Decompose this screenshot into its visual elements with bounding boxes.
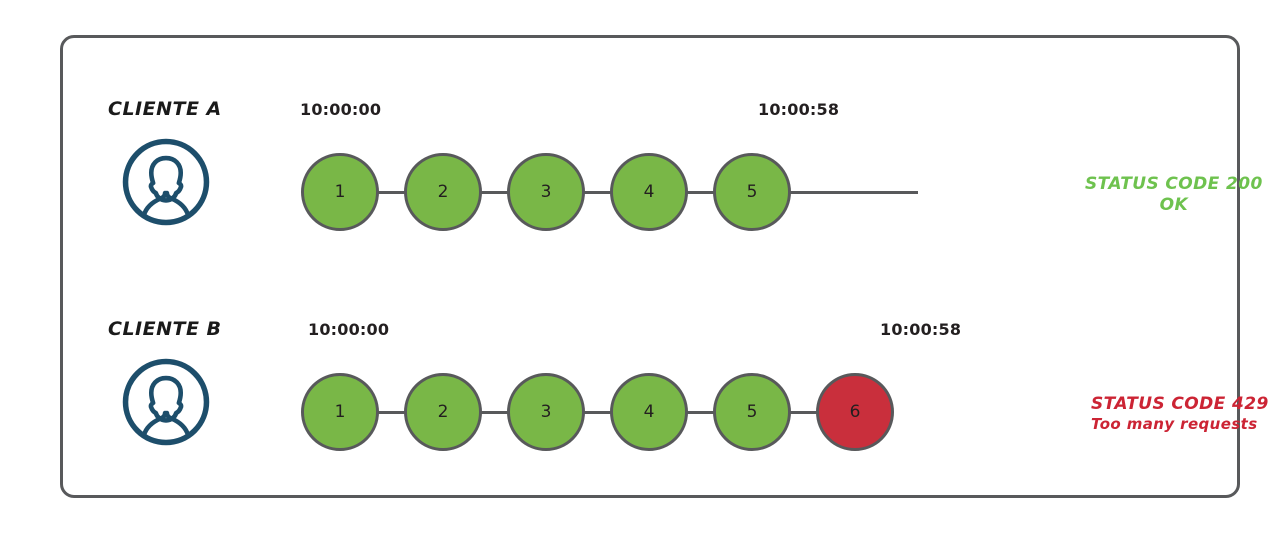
timestamp-start-b: 10:00:00 (308, 320, 390, 339)
connector-1-2 (376, 411, 406, 414)
status-code-line: STATUS CODE 429 (1091, 394, 1269, 414)
diagram-card: CLIENTE A 10:00:00 10:00:58 1 2 3 4 5 ST… (60, 35, 1268, 498)
connector-5-6 (788, 411, 818, 414)
connector-to-status-a (713, 191, 918, 194)
request-node-blocked[interactable]: 6 (816, 373, 894, 451)
request-node[interactable]: 5 (713, 373, 791, 451)
connector-3-4 (582, 191, 612, 194)
user-avatar-icon (120, 356, 212, 448)
connector-2-3 (479, 411, 509, 414)
request-node[interactable]: 3 (507, 373, 585, 451)
connector-1-2 (376, 191, 406, 194)
connector-4-5 (685, 191, 715, 194)
request-node[interactable]: 1 (301, 373, 379, 451)
timestamp-start-a: 10:00:00 (300, 100, 382, 119)
request-node[interactable]: 5 (713, 153, 791, 231)
request-node[interactable]: 4 (610, 153, 688, 231)
client-label-a: CLIENTE A (108, 98, 222, 120)
status-annotation-a: STATUS CODE 200 OK (1085, 174, 1263, 217)
timestamp-end-b: 10:00:58 (880, 320, 962, 339)
status-text-line: Too many requests (1091, 415, 1258, 434)
status-annotation-b: STATUS CODE 429 Too many requests (1091, 394, 1269, 434)
request-node[interactable]: 3 (507, 153, 585, 231)
status-text-line: OK (1159, 195, 1189, 216)
connector-4-5 (685, 411, 715, 414)
request-node[interactable]: 4 (610, 373, 688, 451)
request-node[interactable]: 2 (404, 373, 482, 451)
request-node[interactable]: 1 (301, 153, 379, 231)
timestamp-end-a: 10:00:58 (758, 100, 840, 119)
request-node[interactable]: 2 (404, 153, 482, 231)
client-label-b: CLIENTE B (108, 318, 222, 340)
user-avatar-icon (120, 136, 212, 228)
connector-2-3 (479, 191, 509, 194)
connector-3-4 (582, 411, 612, 414)
status-code-line: STATUS CODE 200 (1085, 174, 1263, 194)
